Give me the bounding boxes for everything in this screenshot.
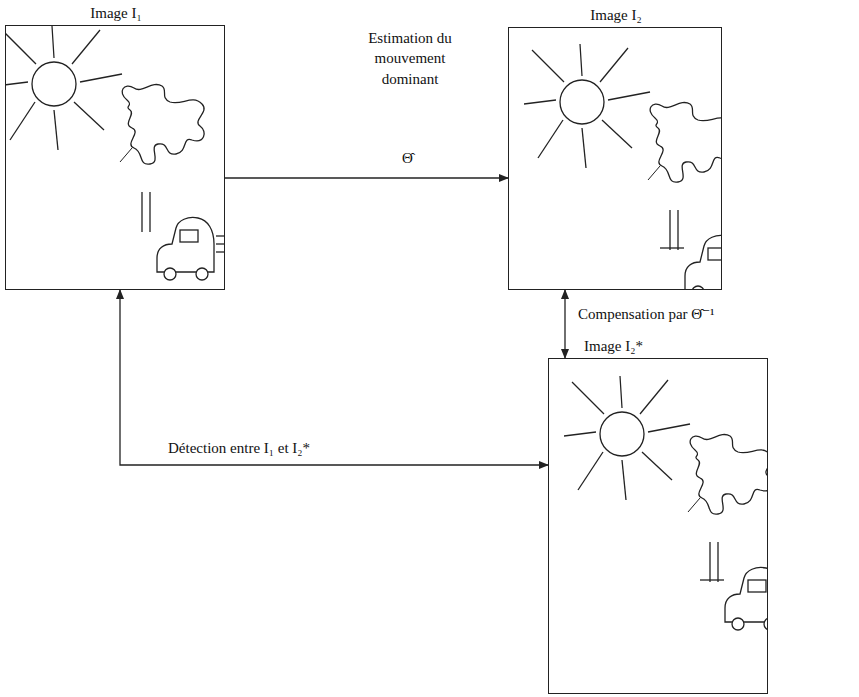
- image-frame: Image I₂*: [548, 358, 768, 694]
- arrow-connector: [120, 290, 548, 465]
- image-title: Image I₂: [590, 7, 641, 24]
- image-title: Image I₂*: [584, 338, 643, 355]
- arrow-connector: [225, 177, 508, 178]
- arrow-connector: [564, 290, 565, 358]
- edge-label: Estimation du mouvement dominant: [355, 28, 465, 89]
- edge-label: Compensation par Θ̂⁻¹: [578, 304, 778, 324]
- image-frame: Image I₂: [508, 27, 722, 290]
- parameter-symbol: Θ̂: [402, 148, 413, 168]
- image-title: Image I₁: [90, 5, 141, 22]
- edge-label: Détection entre I₁ et I₂*: [168, 438, 428, 458]
- image-frame: Image I₁: [5, 25, 225, 290]
